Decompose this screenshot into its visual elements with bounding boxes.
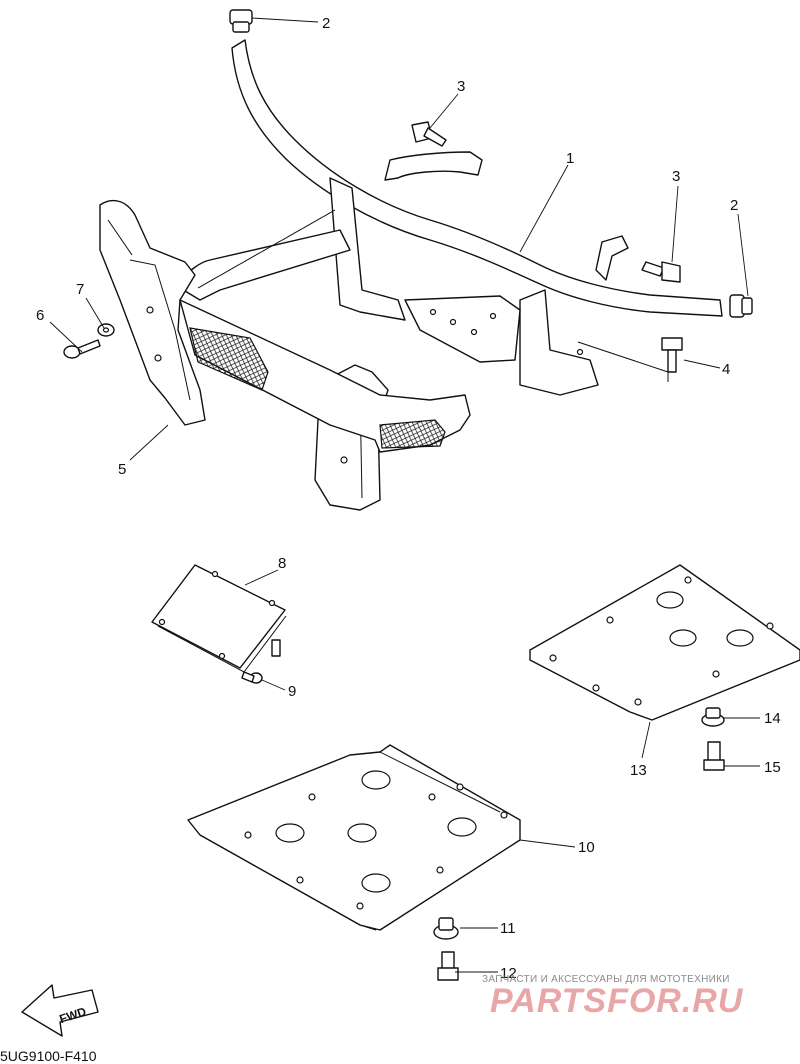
skid-plate-part-13 — [529, 564, 800, 771]
bolt-4-icon — [661, 337, 683, 373]
callout-1: 1 — [566, 150, 574, 167]
watermark-brand: PARTSFOR.RU — [490, 982, 744, 1020]
hardware — [63, 9, 753, 373]
leader-lines — [49, 17, 760, 973]
rear-stay-left — [384, 151, 483, 181]
watermark: ЗАПЧАСТИ И АКСЕССУАРЫ ДЛЯ МОТОТЕХНИКИ PA… — [482, 974, 744, 1020]
bumper-end-left-part-5 — [99, 199, 206, 426]
callout-2-right: 2 — [730, 197, 738, 214]
skid-plate-part-10 — [187, 744, 521, 981]
front-guard-assembly — [99, 39, 723, 511]
callout-12: 12 — [500, 965, 517, 982]
callout-3-upper: 3 — [457, 78, 465, 95]
grommet-14-icon — [701, 707, 725, 727]
callout-14: 14 — [764, 710, 781, 727]
bolt-12-icon — [437, 951, 459, 981]
screw-9-icon — [241, 639, 281, 684]
mesh-panel-left — [189, 327, 269, 391]
callout-11: 11 — [500, 920, 516, 937]
callout-13: 13 — [630, 762, 647, 779]
callout-5: 5 — [118, 461, 126, 478]
callout-10: 10 — [578, 839, 595, 856]
callout-6: 6 — [36, 307, 44, 324]
flange-bolt-right-icon — [641, 261, 681, 283]
callout-8: 8 — [278, 555, 286, 572]
fwd-arrow-icon — [21, 984, 99, 1037]
center-bracket-plate — [404, 295, 521, 363]
callout-4: 4 — [722, 361, 730, 378]
callout-9: 9 — [288, 683, 296, 700]
callout-3-right: 3 — [672, 168, 680, 185]
flange-bolt-icon — [411, 121, 447, 147]
front-bar — [179, 299, 471, 453]
end-cap-right-icon — [729, 294, 753, 318]
grommet-11-icon — [433, 917, 459, 940]
bolt-15-icon — [703, 741, 725, 771]
small-plate-part-8 — [151, 564, 287, 684]
mesh-panel-right — [379, 419, 446, 449]
washer-7-icon — [97, 323, 115, 337]
upright-right — [519, 289, 599, 396]
upright-left — [329, 177, 406, 321]
callout-2-top: 2 — [322, 15, 330, 32]
screw-6-icon — [63, 339, 101, 359]
drawing-code: 5UG9100-F410 — [0, 1048, 97, 1064]
lower-crossbar — [174, 229, 351, 301]
callout-7: 7 — [76, 281, 84, 298]
guard-tube-part-1 — [231, 39, 723, 317]
fwd-arrow: FWD — [21, 984, 99, 1037]
rear-stay-right — [595, 235, 629, 281]
callout-15: 15 — [764, 759, 781, 776]
end-cap-icon — [229, 9, 253, 33]
watermark-tagline: ЗАПЧАСТИ И АКСЕССУАРЫ ДЛЯ МОТОТЕХНИКИ — [482, 974, 730, 985]
callout-labels: 1 2 2 3 3 4 5 6 7 8 9 10 11 12 13 14 15 — [36, 15, 781, 982]
